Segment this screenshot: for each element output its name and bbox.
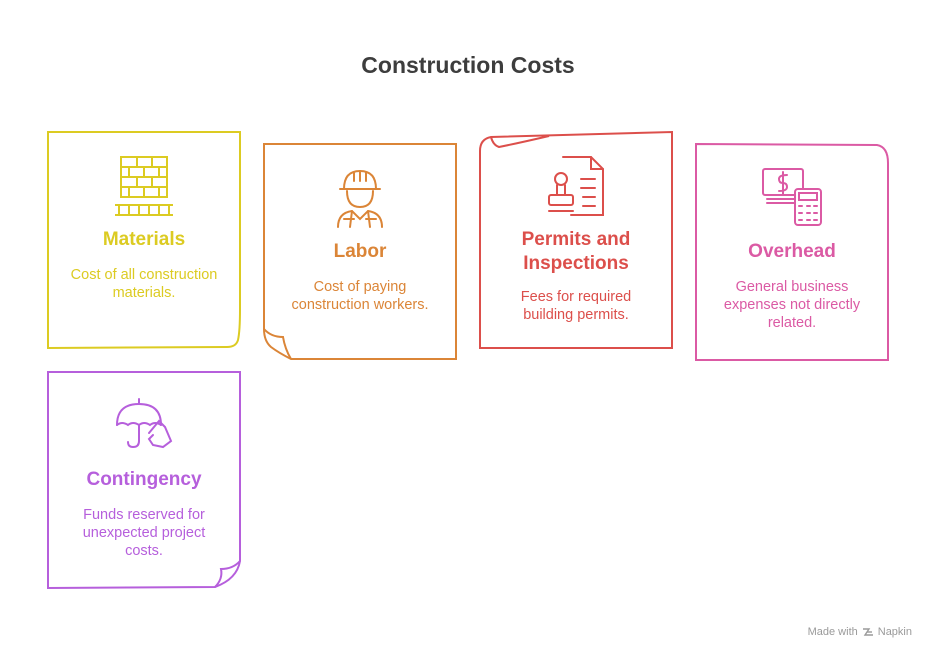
card-labor: Labor Cost of paying construction worker… [263, 143, 457, 361]
construction-worker-icon [337, 169, 383, 228]
card-description: Fees for required building permits. [520, 289, 632, 323]
card-description: General business expenses not directly r… [723, 279, 861, 331]
card-title: Permits and Inspections [521, 229, 631, 274]
card-permits-and-inspections: Permits and Inspections Fees for require… [479, 130, 673, 349]
card-frame [47, 131, 241, 350]
card-frame [695, 142, 889, 361]
card-title: Labor [333, 241, 387, 262]
umbrella-hand-icon [116, 398, 173, 449]
money-calculator-icon [762, 168, 822, 226]
card-title: Contingency [86, 469, 202, 490]
footer-attribution: Made with Napkin [808, 626, 912, 638]
card-contingency: Contingency Funds reserved for unexpecte… [47, 371, 241, 590]
card-frame [263, 143, 457, 360]
brand-label: Napkin [877, 626, 912, 638]
permit-stamp-document-icon [548, 156, 604, 216]
brick-wall-icon [115, 156, 173, 216]
card-description: Funds reserved for unexpected project co… [82, 507, 206, 559]
card-title: Overhead [748, 241, 836, 262]
card-description: Cost of all construction materials. [70, 267, 218, 301]
card-materials: Materials Cost of all construction mater… [47, 131, 241, 350]
napkin-logo-icon [862, 628, 873, 636]
card-description: Cost of paying construction workers. [291, 279, 429, 313]
card-title: Materials [102, 229, 186, 250]
card-frame [479, 130, 673, 349]
made-with-label: Made with [807, 626, 858, 638]
diagram-title: Construction Costs [361, 52, 575, 78]
card-frame [47, 371, 241, 590]
card-overhead: Overhead General business expenses not d… [695, 142, 889, 361]
